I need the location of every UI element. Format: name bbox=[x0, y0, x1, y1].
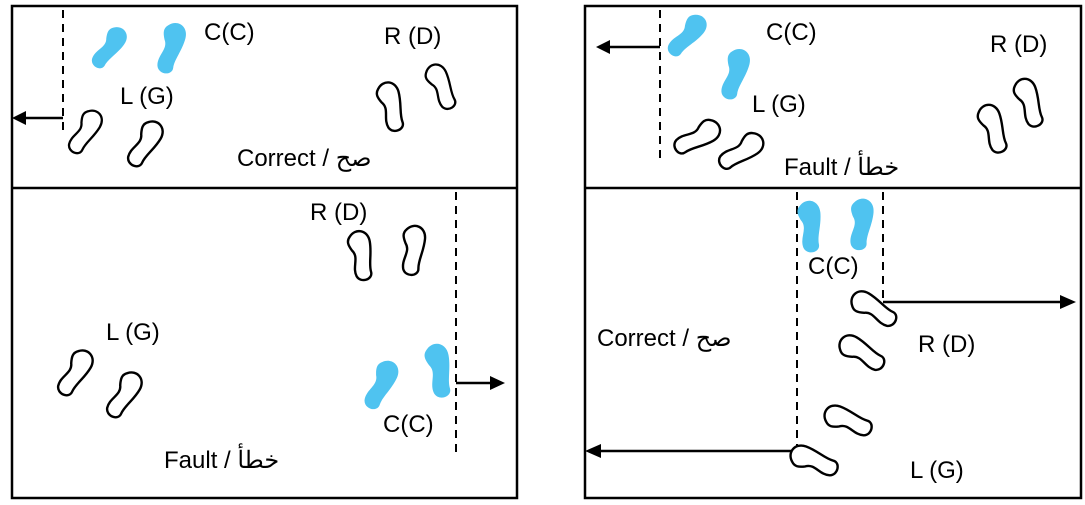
left-top-scenario: C(C) R (D) L (G) Correct / صح bbox=[12, 10, 462, 172]
left-foot-icon bbox=[63, 105, 107, 159]
label-left: L (G) bbox=[910, 457, 964, 484]
label-coach: C(C) bbox=[204, 19, 255, 46]
right-foot-icon bbox=[421, 60, 462, 114]
arrowhead-icon bbox=[490, 376, 505, 390]
right-foot-icon bbox=[846, 286, 902, 332]
left-panel-frame bbox=[10, 4, 519, 500]
right-foot-icon bbox=[399, 223, 428, 278]
right-foot-icon bbox=[834, 330, 890, 376]
arrowhead-icon bbox=[12, 111, 26, 125]
label-coach: C(C) bbox=[383, 411, 434, 438]
label-left: L (G) bbox=[106, 319, 160, 346]
caption-correct: Correct / صح bbox=[597, 325, 732, 352]
left-foot-icon bbox=[101, 367, 147, 423]
caption-fault: Fault / خطأ bbox=[784, 150, 899, 181]
label-left: L (G) bbox=[120, 83, 174, 110]
left-foot-icon bbox=[786, 441, 843, 481]
coach-right-foot-icon bbox=[717, 46, 753, 103]
arrowhead-icon bbox=[585, 444, 601, 458]
right-top-scenario: C(C) R (D) L (G) Fault / خطأ bbox=[596, 10, 1050, 181]
right-foot-icon bbox=[1009, 74, 1050, 131]
left-foot-icon bbox=[52, 345, 98, 401]
coach-left-foot-icon bbox=[359, 356, 403, 414]
label-right: R (D) bbox=[990, 31, 1047, 58]
right-panel-frame bbox=[583, 4, 1083, 500]
arrowhead-icon bbox=[596, 40, 610, 54]
left-panel: C(C) R (D) L (G) Correct / صح R (D) L (G… bbox=[10, 4, 519, 500]
coach-left-foot-icon bbox=[87, 22, 131, 73]
right-foot-icon bbox=[373, 78, 410, 135]
coach-right-foot-icon bbox=[153, 20, 189, 77]
left-foot-icon bbox=[713, 127, 769, 176]
label-left: L (G) bbox=[752, 91, 806, 118]
label-right: R (D) bbox=[918, 331, 975, 358]
coach-left-foot-icon bbox=[662, 10, 712, 62]
arrowhead-icon bbox=[1060, 295, 1076, 309]
left-foot-icon bbox=[669, 114, 726, 161]
right-bottom-scenario: C(C) R (D) L (G) Correct / صح bbox=[585, 192, 1076, 484]
coach-right-foot-icon bbox=[847, 197, 875, 252]
label-coach: C(C) bbox=[766, 19, 817, 46]
left-bottom-scenario: R (D) L (G) C(C) Fault / خطأ bbox=[52, 192, 505, 474]
caption-correct: Correct / صح bbox=[237, 145, 372, 172]
right-panel: C(C) R (D) L (G) Fault / خطأ C(C) R (D) … bbox=[583, 4, 1083, 500]
right-foot-icon bbox=[345, 228, 378, 283]
coach-right-foot-icon bbox=[422, 341, 456, 400]
label-right: R (D) bbox=[310, 199, 367, 226]
left-foot-icon bbox=[820, 401, 877, 441]
right-foot-icon bbox=[973, 100, 1014, 157]
coach-left-foot-icon bbox=[796, 199, 824, 254]
label-coach: C(C) bbox=[808, 253, 859, 280]
left-foot-icon bbox=[122, 116, 168, 172]
caption-fault: Fault / خطأ bbox=[164, 443, 279, 474]
label-right: R (D) bbox=[384, 23, 441, 50]
